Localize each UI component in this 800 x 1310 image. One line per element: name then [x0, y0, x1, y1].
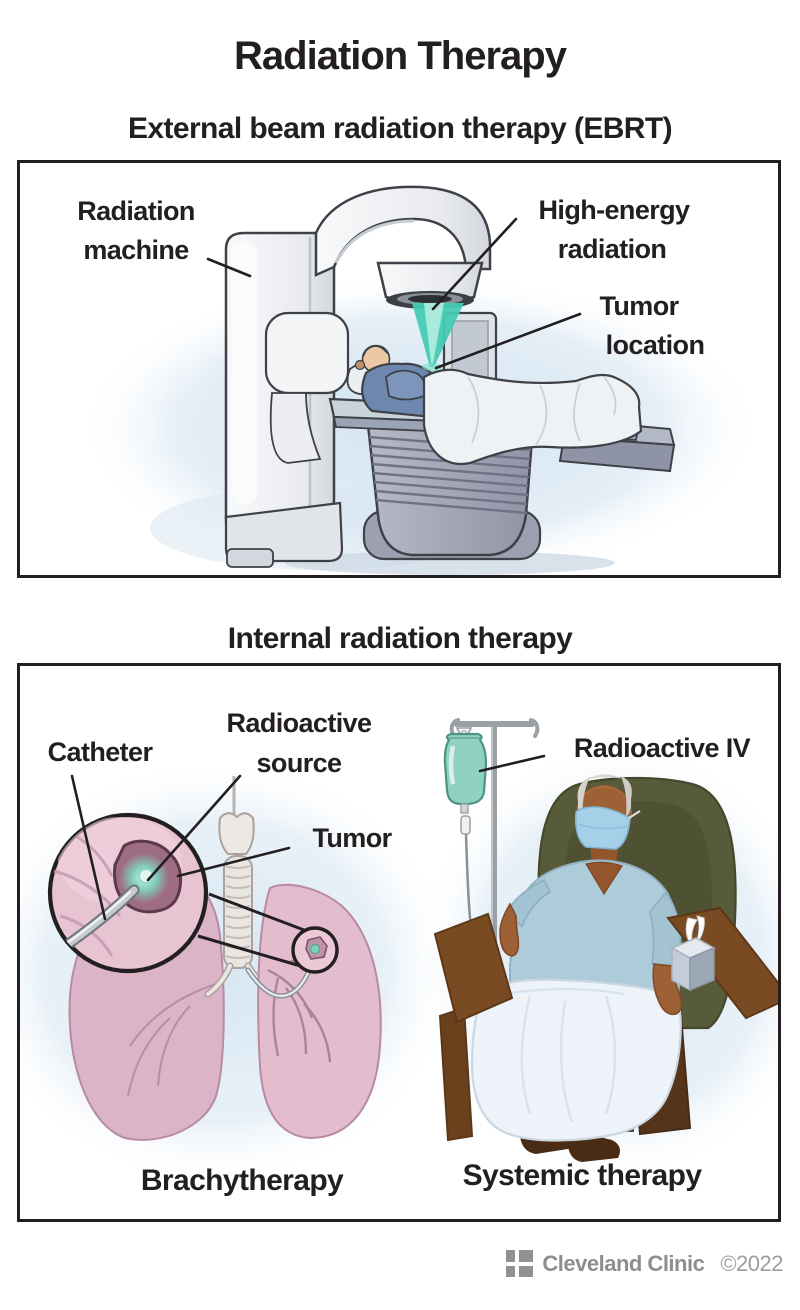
lap-blanket [470, 978, 682, 1142]
label-high-energy-line1: High-energy [539, 195, 691, 225]
left-sleeve [504, 878, 552, 928]
label-radioactive-iv: Radioactive IV [574, 733, 751, 763]
left-armrest [433, 912, 514, 1024]
cleveland-clinic-logo-icon [506, 1250, 534, 1277]
label-high-energy-line2: radiation [558, 234, 667, 264]
label-radiation-machine-line1: Radiation [77, 196, 195, 226]
leader-radioactive-source [146, 774, 242, 882]
leader-tumor [176, 846, 291, 878]
iv-bag-fluid [443, 732, 488, 806]
page-title: Radiation Therapy [234, 34, 567, 78]
internal-illustration: Catheter Radioactive source Tumor Radioa… [20, 708, 778, 1197]
floor-shadow [285, 551, 615, 575]
left-forearm-hand [499, 902, 520, 957]
ebrt-leader-lines [206, 217, 582, 370]
right-armrest [666, 906, 778, 1020]
leader-high-energy [431, 217, 518, 311]
ebrt-illustration: Radiation machine High-energy radiation … [75, 185, 765, 575]
magnifier-connector-bottom [197, 934, 305, 969]
label-tumor-location-line1: Tumor [600, 291, 680, 321]
section-heading-ebrt: External beam radiation therapy (EBRT) [128, 112, 673, 145]
magnifier-connector-top [208, 892, 305, 932]
patient-hair [362, 345, 390, 358]
v-neck [585, 861, 623, 896]
patient2-hair-right [621, 776, 632, 817]
tumor-site-circle [291, 926, 339, 974]
label-radioactive-source-line2: source [257, 748, 343, 778]
leader-radioactive-iv [478, 754, 546, 773]
larynx [218, 812, 255, 855]
label-catheter: Catheter [48, 737, 154, 767]
radiation-beam [412, 303, 464, 371]
leader-catheter [70, 774, 107, 921]
label-tumor-location-line2: location [606, 330, 705, 360]
patient-on-couch [346, 344, 643, 466]
systemic-therapy-illustration [433, 718, 778, 1162]
right-forearm-hand [652, 963, 683, 1016]
blanket-creases [467, 376, 617, 446]
right-lung [257, 883, 382, 1140]
label-radioactive-source-line1: Radioactive [227, 708, 373, 738]
magnifier-circle [47, 812, 209, 974]
patient-blanket [422, 368, 643, 466]
footer: Cleveland Clinic ©2022 [506, 1250, 783, 1277]
logo-horizontal-slit [506, 1261, 534, 1266]
tissue-box [670, 915, 716, 992]
caption-brachytherapy: Brachytherapy [141, 1164, 344, 1197]
machine-side-panel [264, 311, 350, 395]
brachytherapy-illustration [47, 774, 382, 1141]
footer-brand: Cleveland Clinic [542, 1250, 705, 1276]
leader-radiation-machine [206, 257, 252, 278]
caption-systemic-therapy: Systemic therapy [463, 1159, 703, 1192]
footer-copyright: ©2022 [720, 1250, 783, 1276]
internal-panel: Catheter Radioactive source Tumor Radioa… [17, 663, 781, 1222]
patient-folded-arms [385, 369, 427, 401]
iv-bag [443, 727, 488, 932]
ebrt-panel: Radiation machine High-energy radiation … [17, 160, 781, 578]
left-lung-vessels [127, 983, 217, 1097]
patient2-hair-left [577, 777, 590, 818]
drip-chamber [460, 815, 471, 835]
label-tumor: Tumor [313, 823, 393, 853]
label-radiation-machine-line2: machine [83, 235, 189, 265]
leader-tumor-location [434, 312, 582, 370]
section-heading-internal: Internal radiation therapy [227, 622, 573, 655]
